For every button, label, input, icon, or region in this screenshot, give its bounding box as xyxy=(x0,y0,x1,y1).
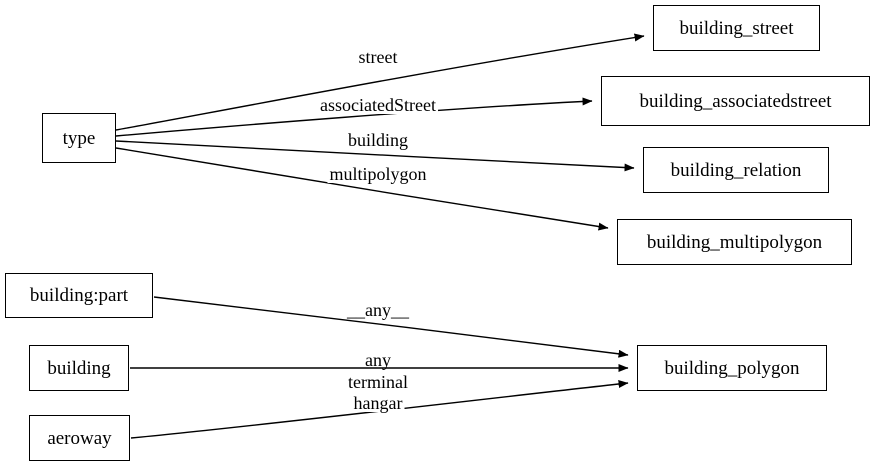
edge-label-street: street xyxy=(356,47,400,67)
edge-label-any-building: __any__ xyxy=(347,350,409,370)
edge-label-associatedstreet: associatedStreet xyxy=(318,95,438,115)
node-type-label: type xyxy=(62,127,96,149)
edge-label-hangar: hangar xyxy=(351,393,405,413)
edge-label-building: building xyxy=(345,130,411,150)
node-building-polygon[interactable]: building_polygon xyxy=(637,345,827,391)
edge-label-terminal: terminal xyxy=(346,372,410,392)
node-aeroway-label: aeroway xyxy=(47,427,112,449)
node-building-street[interactable]: building_street xyxy=(653,5,820,51)
node-building-part-label: building:part xyxy=(29,285,129,306)
edge-label-any-building-part: __any__ xyxy=(345,300,411,320)
edge-type-building_relation xyxy=(115,140,635,172)
node-building-street-label: building_street xyxy=(679,17,794,39)
node-aeroway[interactable]: aeroway xyxy=(29,415,130,461)
node-building-relation[interactable]: building_relation xyxy=(643,147,829,193)
node-building-part[interactable]: building:part xyxy=(5,273,153,318)
node-building-multipolygon[interactable]: building_multipolygon xyxy=(617,219,852,265)
edge-building_part-building_polygon xyxy=(153,296,629,358)
node-building-relation-label: building_relation xyxy=(670,159,802,181)
edge-type-building_street xyxy=(115,33,645,131)
node-building-associatedstreet-label: building_associatedstreet xyxy=(639,90,832,112)
edge-label-multipolygon: multipolygon xyxy=(327,164,429,184)
edge-type-building_multipolygon xyxy=(115,147,609,231)
node-building-polygon-label: building_polygon xyxy=(664,357,800,379)
node-type[interactable]: type xyxy=(42,113,116,163)
edge-type-building_associatedstreet xyxy=(115,97,593,137)
node-building-multipolygon-label: building_multipolygon xyxy=(646,231,823,253)
node-building[interactable]: building xyxy=(29,345,129,391)
node-building-label: building xyxy=(47,357,111,379)
node-building-associatedstreet[interactable]: building_associatedstreet xyxy=(601,76,870,126)
